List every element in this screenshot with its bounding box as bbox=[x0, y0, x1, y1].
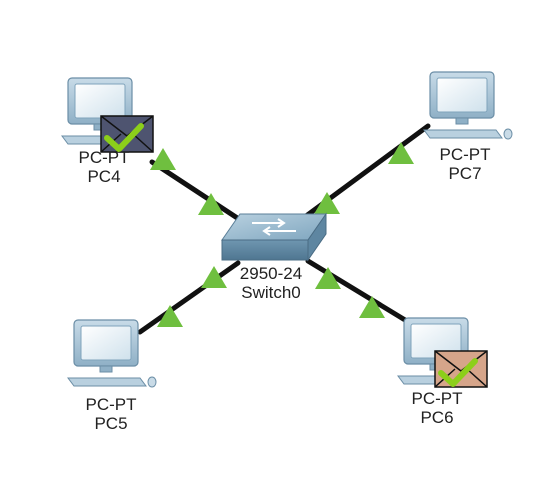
mouse bbox=[503, 128, 513, 140]
checkmark-icon bbox=[104, 123, 144, 152]
switch-name: Switch0 bbox=[241, 283, 301, 302]
monitor-screen bbox=[74, 83, 126, 119]
device-label-pc4: PC-PT PC4 bbox=[79, 148, 130, 186]
device-name: PC4 bbox=[87, 167, 121, 186]
link-pc6-switch0[interactable] bbox=[305, 258, 413, 326]
pc-icon[interactable] bbox=[67, 319, 157, 388]
link-pc4-switch0[interactable] bbox=[149, 159, 254, 230]
device-label-pc7: PC-PT PC7 bbox=[440, 145, 491, 183]
device-label-pc6: PC-PT PC6 bbox=[412, 389, 463, 427]
device-model: PC-PT bbox=[78, 148, 130, 167]
link-status-triangle bbox=[314, 192, 340, 214]
link-status-triangle bbox=[157, 305, 183, 327]
device-label-switch0: 2950-24 Switch0 bbox=[240, 264, 302, 302]
monitor-screen bbox=[436, 77, 488, 113]
link-status-triangle bbox=[150, 148, 176, 170]
keyboard bbox=[67, 377, 147, 387]
mouse bbox=[147, 376, 157, 388]
device-name: PC5 bbox=[94, 414, 128, 433]
monitor-stand bbox=[455, 117, 469, 125]
switch-model: 2950-24 bbox=[239, 264, 303, 283]
keyboard bbox=[423, 129, 503, 139]
device-model: PC-PT bbox=[85, 395, 137, 414]
device-model: PC-PT bbox=[411, 389, 463, 408]
link-pc5-switch0[interactable] bbox=[137, 260, 241, 335]
link-status-triangle bbox=[388, 142, 414, 164]
pc-icon[interactable] bbox=[423, 71, 513, 140]
envelope-icon[interactable] bbox=[100, 115, 154, 153]
link-status-triangle bbox=[201, 266, 227, 288]
link-status-triangle bbox=[359, 296, 385, 318]
checkmark-icon bbox=[438, 358, 478, 387]
envelope-icon[interactable] bbox=[434, 350, 488, 388]
device-name: PC7 bbox=[448, 164, 482, 183]
link-status-triangle bbox=[198, 193, 224, 215]
link-status-triangle bbox=[315, 267, 341, 289]
device-name: PC6 bbox=[420, 408, 454, 427]
link-status-layer bbox=[150, 142, 414, 327]
device-model: PC-PT bbox=[439, 145, 491, 164]
switch-icon[interactable] bbox=[221, 212, 327, 262]
monitor-screen bbox=[80, 325, 132, 361]
device-label-pc5: PC-PT PC5 bbox=[86, 395, 137, 433]
monitor-stand bbox=[99, 365, 113, 373]
